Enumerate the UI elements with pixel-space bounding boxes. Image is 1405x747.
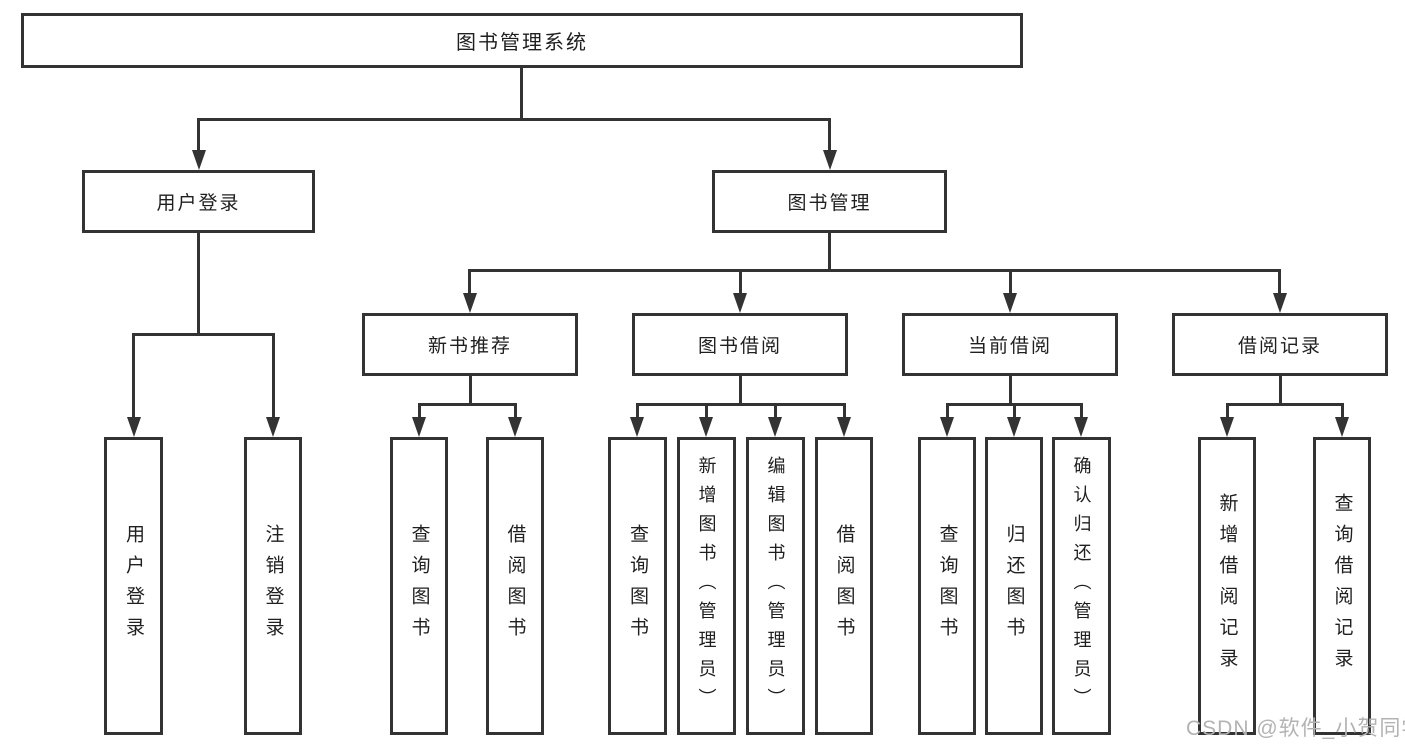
node-label: 查询图书 bbox=[408, 524, 430, 648]
node-current-borrowing: 当前借阅 bbox=[902, 313, 1118, 376]
connector-line bbox=[1009, 269, 1012, 295]
connector-line bbox=[1013, 403, 1016, 419]
connector-line bbox=[705, 403, 708, 419]
arrow-down-icon bbox=[1074, 417, 1088, 437]
watermark: CSDN @软件_小贺同学 bbox=[1186, 717, 1405, 740]
connector-line bbox=[418, 403, 421, 419]
arrow-down-icon bbox=[733, 293, 747, 313]
arrow-down-icon bbox=[1273, 293, 1287, 313]
connector-line bbox=[1080, 403, 1083, 419]
node-label: 查询借阅记录 bbox=[1331, 493, 1353, 679]
connector-line bbox=[132, 333, 135, 418]
arrow-down-icon bbox=[1220, 417, 1234, 437]
node-label: 新增借阅记录 bbox=[1216, 493, 1238, 679]
connector-line bbox=[418, 403, 517, 406]
leaf-borrowing-edit-books-admin: 编辑图书（管理员） bbox=[746, 437, 805, 735]
connector-line bbox=[468, 269, 1281, 272]
connector-line bbox=[1341, 403, 1344, 419]
leaf-recommend-query-books: 查询图书 bbox=[390, 437, 448, 735]
connector-line bbox=[946, 403, 949, 419]
arrow-down-icon bbox=[266, 417, 280, 437]
node-label: 图书管理系统 bbox=[456, 32, 588, 54]
node-library-management-system: 图书管理系统 bbox=[21, 13, 1023, 68]
arrow-down-icon bbox=[1003, 293, 1017, 313]
node-label: 查询图书 bbox=[627, 524, 648, 648]
node-label: 借阅图书 bbox=[504, 524, 526, 648]
connector-line bbox=[828, 233, 831, 272]
connector-line bbox=[514, 403, 517, 419]
connector-line bbox=[739, 269, 742, 295]
connector-line bbox=[197, 233, 200, 336]
node-label: 确认归还（管理员） bbox=[1071, 455, 1092, 717]
node-label: 编辑图书（管理员） bbox=[765, 455, 786, 717]
node-new-book-recommend: 新书推荐 bbox=[362, 313, 578, 376]
leaf-borrowing-borrow-books: 借阅图书 bbox=[815, 437, 873, 735]
connector-line bbox=[1278, 269, 1281, 295]
connector-line bbox=[197, 118, 200, 152]
connector-line bbox=[468, 269, 471, 295]
connector-line bbox=[469, 376, 472, 406]
connector-line bbox=[1226, 403, 1344, 406]
connector-line bbox=[272, 333, 275, 418]
leaf-records-query-record: 查询借阅记录 bbox=[1313, 437, 1371, 735]
arrow-down-icon bbox=[508, 417, 522, 437]
connector-line bbox=[1226, 403, 1229, 419]
leaf-borrowing-add-books-admin: 新增图书（管理员） bbox=[677, 437, 736, 735]
node-label: 当前借阅 bbox=[967, 336, 1052, 357]
leaf-user-login: 用户登录 bbox=[104, 437, 163, 735]
arrow-down-icon bbox=[1007, 417, 1021, 437]
connector-line bbox=[520, 68, 523, 121]
connector-line bbox=[843, 403, 846, 419]
node-book-borrowing: 图书借阅 bbox=[632, 313, 848, 376]
connector-line bbox=[636, 403, 846, 406]
leaf-logout: 注销登录 bbox=[244, 437, 302, 735]
arrow-down-icon bbox=[192, 150, 206, 170]
node-label: 注销登录 bbox=[262, 524, 284, 648]
arrow-down-icon bbox=[940, 417, 954, 437]
arrow-down-icon bbox=[823, 150, 837, 170]
leaf-borrowing-query-books: 查询图书 bbox=[608, 437, 667, 735]
node-label: 图书借阅 bbox=[697, 336, 782, 357]
node-label: 查询图书 bbox=[936, 524, 958, 648]
arrow-down-icon bbox=[699, 417, 713, 437]
arrow-down-icon bbox=[630, 417, 644, 437]
connector-line bbox=[132, 333, 275, 336]
arrow-down-icon bbox=[768, 417, 782, 437]
node-book-management: 图书管理 bbox=[712, 170, 947, 233]
arrow-down-icon bbox=[463, 293, 477, 313]
arrow-down-icon bbox=[837, 417, 851, 437]
arrow-down-icon bbox=[412, 417, 426, 437]
connector-line bbox=[197, 118, 831, 121]
arrow-down-icon bbox=[127, 417, 141, 437]
connector-line bbox=[1279, 376, 1282, 406]
leaf-current-return-books: 归还图书 bbox=[985, 437, 1043, 735]
node-label: 用户登录 bbox=[123, 524, 144, 648]
connector-line bbox=[636, 403, 639, 419]
arrow-down-icon bbox=[1335, 417, 1349, 437]
leaf-current-query-books: 查询图书 bbox=[918, 437, 976, 735]
connector-line bbox=[828, 118, 831, 152]
node-label: 新书推荐 bbox=[427, 336, 512, 357]
node-label: 图书管理 bbox=[787, 193, 872, 214]
connector-line bbox=[1009, 376, 1012, 406]
leaf-recommend-borrow-books: 借阅图书 bbox=[486, 437, 544, 735]
node-borrowing-records: 借阅记录 bbox=[1172, 313, 1388, 376]
leaf-records-add-record: 新增借阅记录 bbox=[1198, 437, 1256, 735]
node-label: 归还图书 bbox=[1003, 524, 1025, 648]
node-label: 借阅图书 bbox=[833, 524, 855, 648]
node-label: 借阅记录 bbox=[1237, 336, 1322, 357]
node-user-login: 用户登录 bbox=[82, 170, 315, 233]
node-label: 用户登录 bbox=[156, 193, 241, 214]
node-label: 新增图书（管理员） bbox=[696, 455, 717, 717]
leaf-current-confirm-return-admin: 确认归还（管理员） bbox=[1052, 437, 1111, 735]
connector-line bbox=[774, 403, 777, 419]
connector-line bbox=[739, 376, 742, 406]
